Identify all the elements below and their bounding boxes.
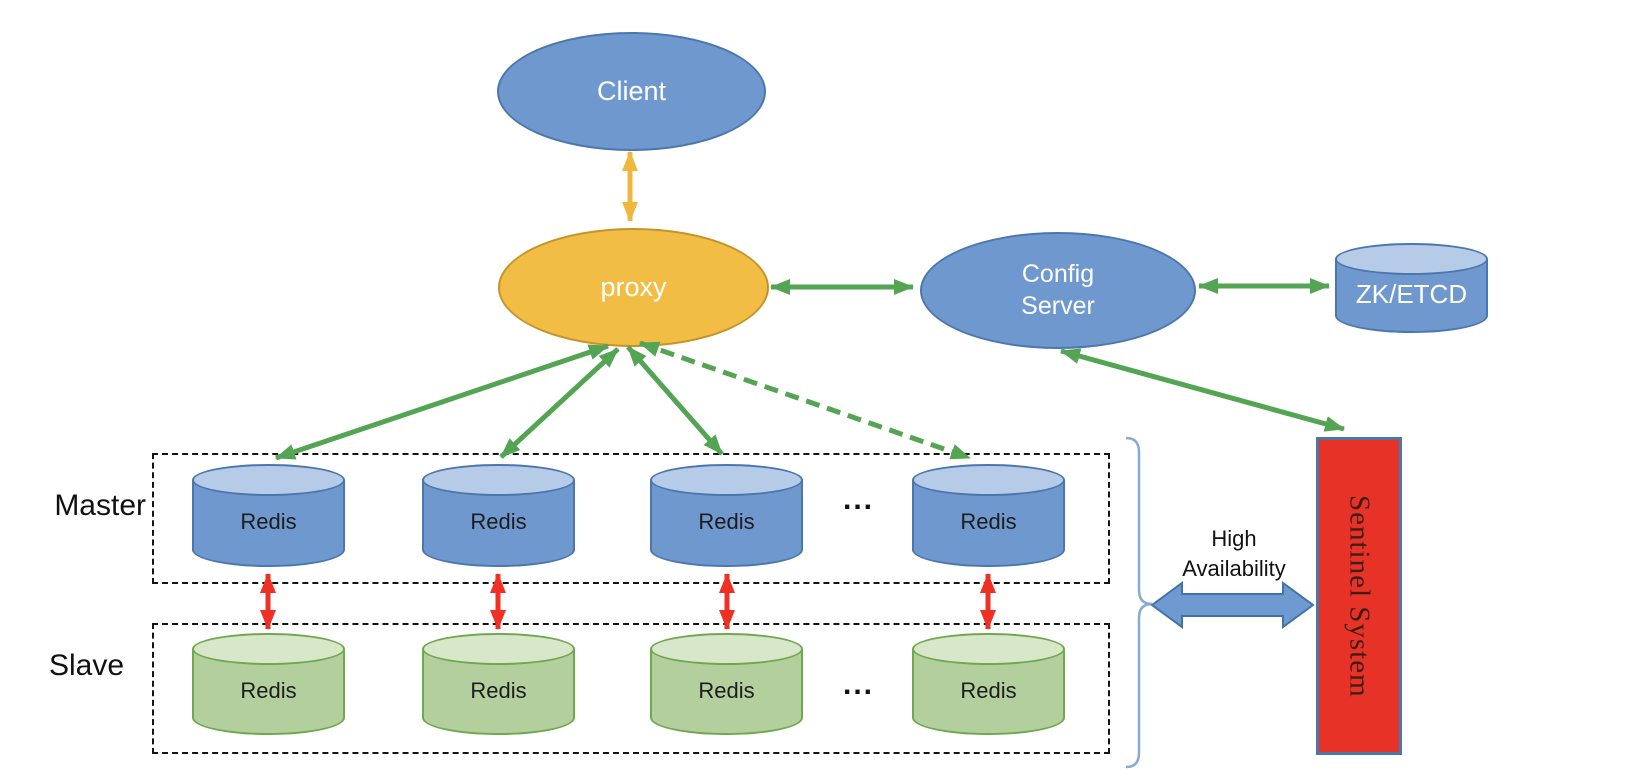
cylinder-top (422, 633, 575, 665)
sentinel-system-label: Sentinel System (1343, 494, 1376, 698)
client-node: Client (497, 32, 766, 151)
zk-etcd-label: ZK/ETCD (1355, 279, 1468, 309)
redis-label: Redis (470, 677, 527, 703)
redis-label: Redis (240, 509, 297, 535)
high-availability-line2: Availability (1182, 555, 1286, 581)
master-ellipsis: ... (843, 483, 875, 516)
high-availability-block-arrow (1150, 581, 1315, 629)
slave-group-box (152, 623, 1110, 754)
config-server-label-line1: Config (1021, 260, 1095, 289)
cylinder-top (1335, 243, 1488, 275)
redis-slave-cylinder-2: Redis (422, 633, 575, 735)
cylinder-body (192, 649, 345, 735)
redis-label: Redis (698, 509, 755, 535)
client-label: Client (596, 75, 667, 106)
group-brace (1125, 436, 1153, 769)
slave-ellipsis: ... (843, 668, 875, 701)
sentinel-system-node: Sentinel System (1316, 437, 1402, 755)
config-server-node: Config Server (920, 232, 1196, 349)
slave-row-label: Slave (48, 649, 124, 682)
redis-slave-cylinder-1: Redis (192, 633, 345, 735)
proxy-label: proxy (600, 271, 667, 302)
config-server-label: Config Server (1021, 259, 1095, 322)
master-row-label: Master (54, 489, 146, 522)
high-availability-line1: High (1211, 526, 1257, 551)
cylinder-top (650, 633, 803, 665)
proxy-node: proxy (498, 228, 769, 347)
arrow-proxy-master3 (626, 345, 724, 456)
zk-etcd-cylinder: ZK/ETCD (1335, 243, 1488, 333)
cylinder-top (422, 464, 575, 496)
redis-label: Redis (698, 677, 755, 703)
redis-master-cylinder-3: Redis (650, 464, 803, 567)
cylinder-top (912, 633, 1065, 665)
redis-slave-cylinder-4: Redis (912, 633, 1065, 735)
redis-label: Redis (960, 509, 1017, 535)
high-availability-label: High Availability (1158, 524, 1310, 583)
cylinder-top (650, 464, 803, 496)
cylinder-body (422, 649, 575, 735)
redis-label: Redis (470, 509, 527, 535)
config-server-label-line2: Server (1021, 291, 1095, 320)
redis-label: Redis (240, 677, 297, 703)
arrow-configserver-sentinel (1060, 348, 1345, 432)
redis-label: Redis (960, 677, 1017, 703)
cylinder-top (912, 464, 1065, 496)
redis-master-cylinder-2: Redis (422, 464, 575, 567)
cylinder-top (192, 464, 345, 496)
arrow-proxy-master2 (499, 347, 620, 459)
redis-master-cylinder-1: Redis (192, 464, 345, 567)
redis-master-cylinder-4: Redis (912, 464, 1065, 567)
redis-slave-cylinder-3: Redis (650, 633, 803, 735)
arrow-proxy-master4-dashed (639, 340, 971, 461)
arrow-proxy-master1 (275, 343, 609, 461)
cylinder-top (192, 633, 345, 665)
